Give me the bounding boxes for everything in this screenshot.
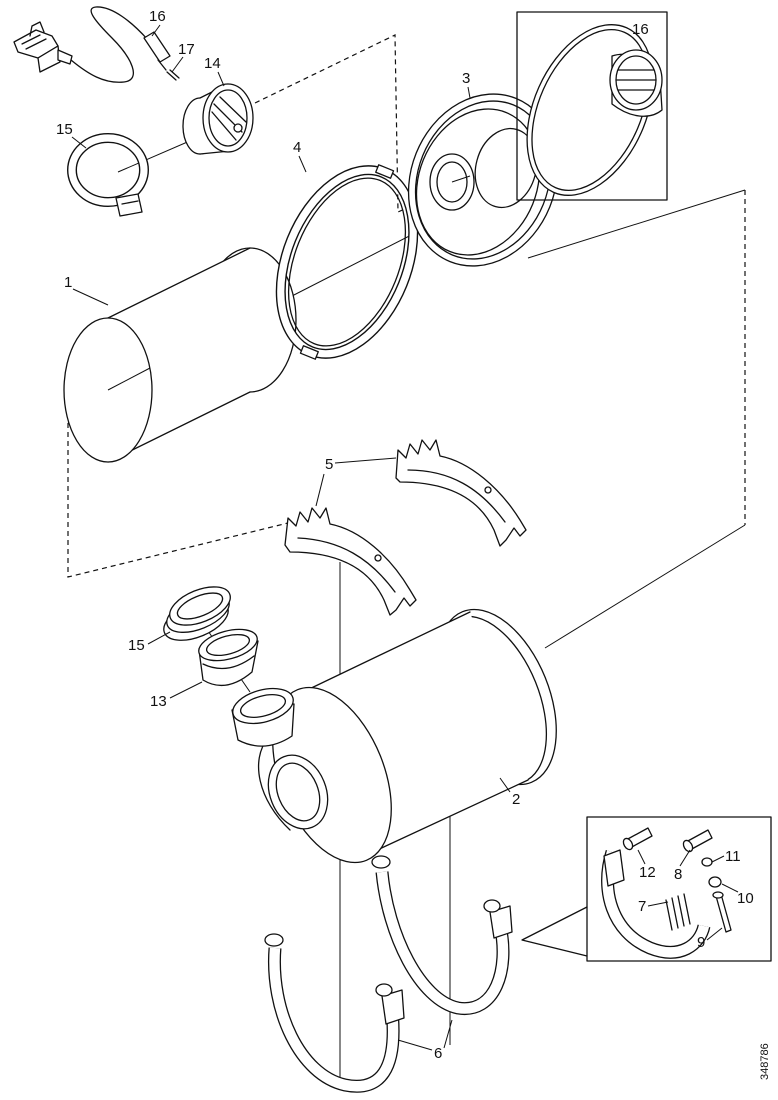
callout-labels: 16 17 14 15 3 16 4 1 5 15 13 2 6 12 8 11… [56,8,754,1062]
bolt-detail [712,891,732,933]
filter-cover [407,93,559,267]
cover-inset-box [516,11,668,201]
seal-ring [275,164,419,360]
callout-label-inset-nut: 10 [737,890,754,907]
callout-label-inset-pin-second: 8 [674,866,682,883]
reference-lines [67,34,746,1085]
seal-small [166,69,180,81]
callout-label-brackets: 5 [325,456,333,473]
precleaner-cover [526,24,663,196]
callout-label-filter-element: 1 [64,274,72,291]
clamp-ring-upper [67,133,149,217]
bracket-upper [395,439,527,547]
strap-left [264,933,405,1093]
pin-detail-second [682,829,713,853]
callout-label-top-left-sensor: 16 [149,8,166,25]
washer-detail [701,857,713,867]
filter-element [63,247,297,463]
sensor-probe [143,31,171,71]
callout-label-clamp-upper: 15 [56,121,73,138]
callout-label-housing: 2 [512,791,520,808]
callout-label-inset-hinge: 7 [638,898,646,915]
callout-label-cover: 3 [462,70,470,87]
callout-label-seal: 17 [178,41,195,58]
leader-lines [71,24,739,1051]
connector-plug [13,21,73,73]
bracket-lower [284,507,417,616]
nut-detail [708,876,722,888]
callout-label-inset-pin: 12 [639,864,656,881]
callout-label-straps: 6 [434,1045,442,1062]
callout-label-inset-washer: 11 [725,848,741,865]
clamp-ring-lower [163,586,231,641]
callout-label-inset-cover: 16 [632,21,649,38]
sleeve [198,628,259,687]
housing-inlet-nozzle [231,687,295,747]
strap-center [371,855,513,1015]
drawing-id: 348786 [759,1043,771,1080]
hinge-detail [665,893,691,931]
filter-housing [231,608,557,864]
sensor-cable [70,6,149,83]
callout-label-sleeve: 13 [150,693,167,710]
callout-label-seal-ring: 4 [293,139,301,156]
cap-part [182,83,254,155]
callout-label-inset-bolt: 9 [697,934,705,951]
strap-detail-inset [521,816,772,962]
callout-label-cap: 14 [204,55,221,72]
callout-label-clamp-lower: 15 [128,637,145,654]
pin-detail [622,827,653,851]
